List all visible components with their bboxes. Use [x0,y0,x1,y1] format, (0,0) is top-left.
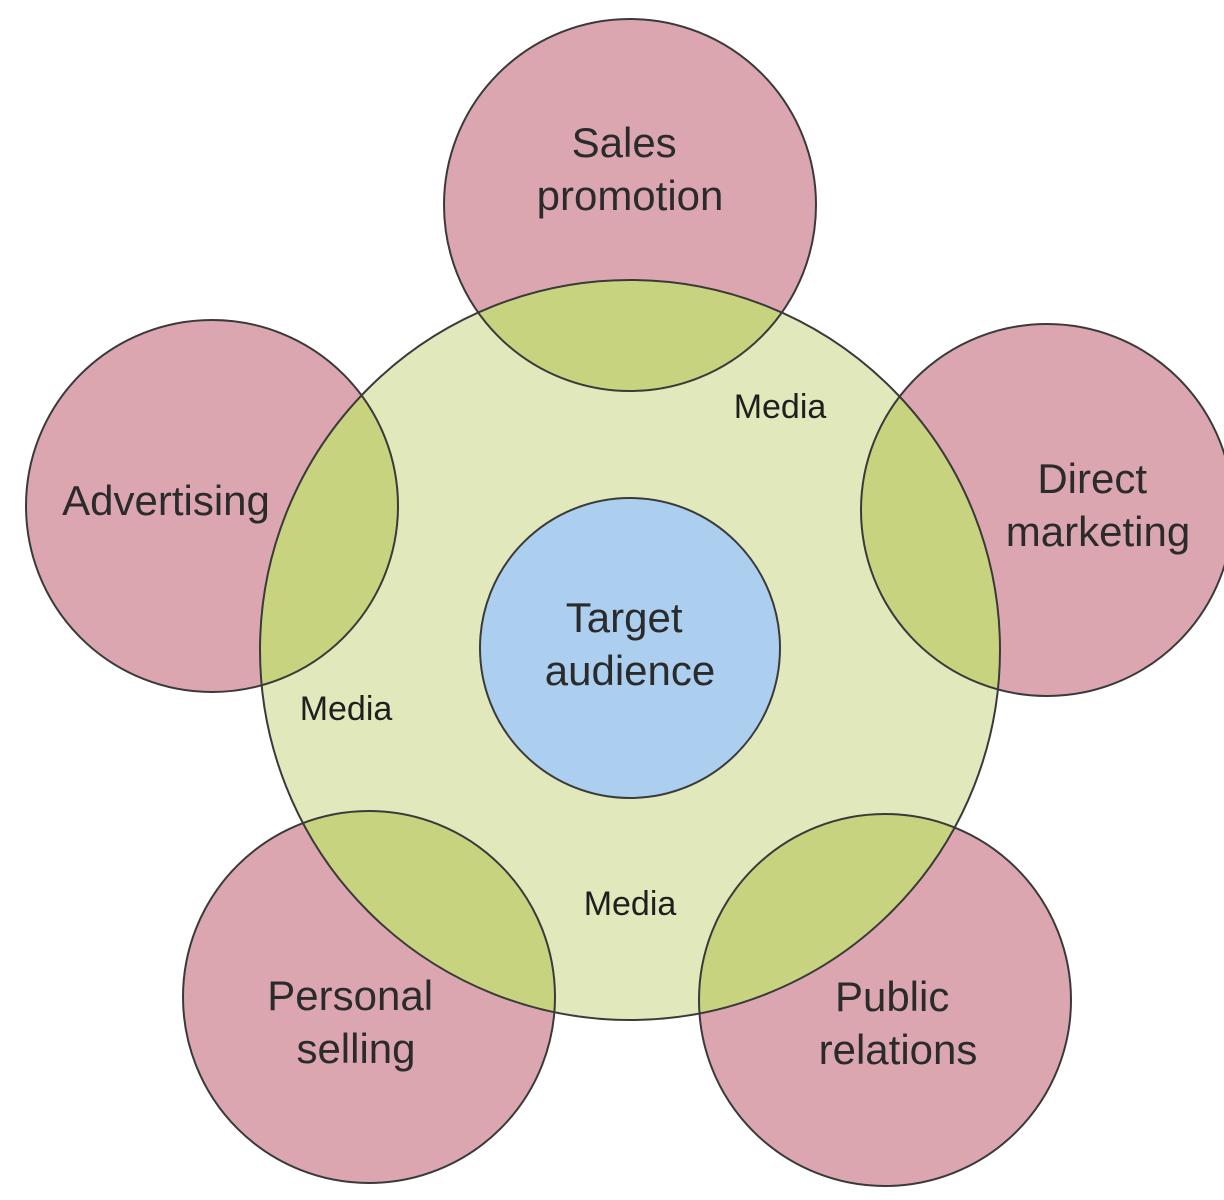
public-relations-label: Public relations [819,973,978,1073]
sales-promotion-label: Sales promotion [537,119,724,219]
direct-marketing-label: Direct marketing [1006,455,1190,555]
sales-promotion-overlap [444,280,816,391]
media-label-top-right: Media [734,388,827,426]
advertising-label: Advertising [62,477,270,524]
target-audience-label: Target audience [545,594,715,694]
media-label-bottom: Media [584,885,677,923]
personal-selling-label: Personal selling [267,972,444,1072]
media-label-left: Media [300,690,393,728]
circle-outlines [25,18,1224,1187]
target-audience-circle [479,497,781,799]
